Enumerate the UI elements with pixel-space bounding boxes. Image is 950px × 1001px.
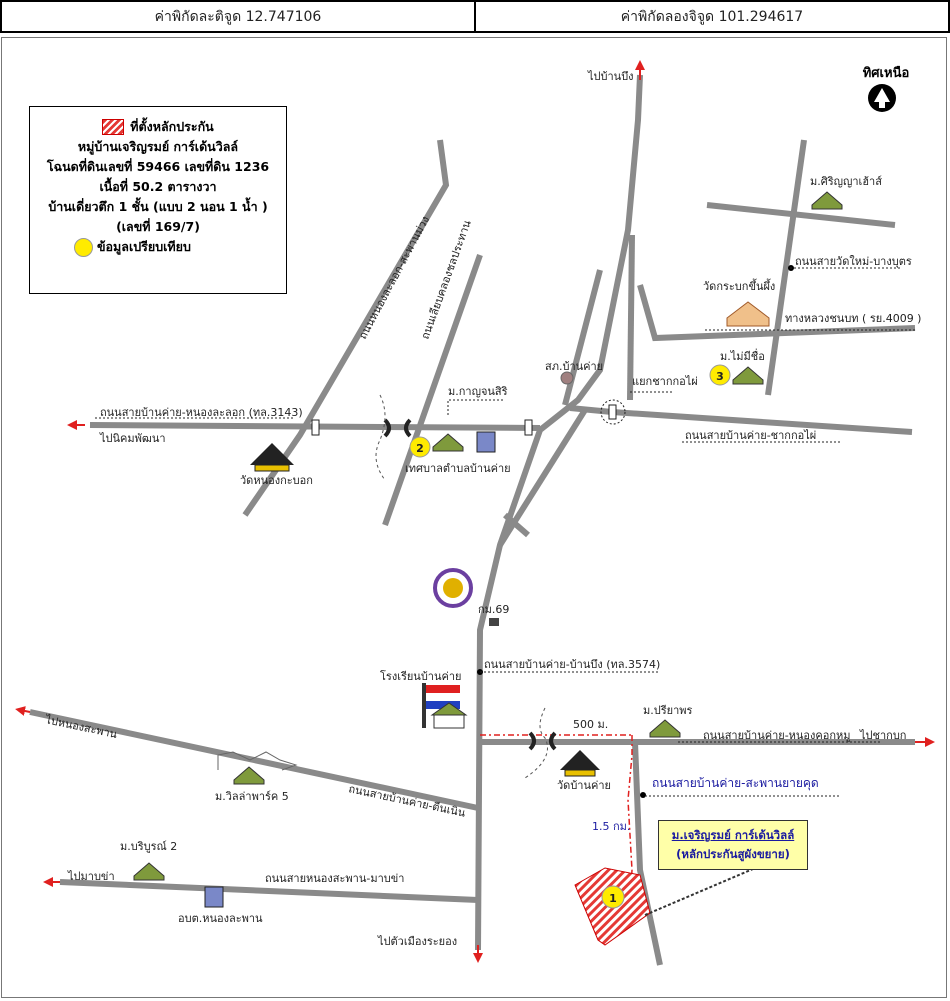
road-sawang — [242, 139, 450, 517]
road-diag-2 — [627, 234, 635, 401]
label-road-nong-khok: ถนนสายบ้านค่าย-หนองคอกหมู — [703, 729, 851, 742]
callout-line2: (หลักประกันสูผังขยาย) — [676, 847, 790, 861]
road-saphan — [632, 741, 663, 966]
traffic-light-icon — [311, 399, 626, 436]
label-dist-500: 500 ม. — [573, 718, 608, 731]
road-sirinya — [706, 202, 896, 228]
temple-icon — [250, 301, 770, 777]
label-m-villa: ม.วิลล่าพาร์ค 5 — [215, 790, 289, 803]
road-canal — [382, 254, 483, 526]
label-m-kanchanasiri: ม.กาญจนสิริ — [448, 385, 508, 398]
legend-line7: ข้อมูลเปรียบเทียบ — [97, 239, 191, 254]
legend-title-row: ที่ตั้งหลักประกัน — [30, 117, 286, 137]
school-icon — [422, 683, 468, 729]
marker-2-label: 2 — [416, 442, 424, 455]
marker-3-label: 3 — [716, 370, 724, 383]
house-icon — [133, 191, 843, 881]
label-to-chak-bok: ไปชากบก — [859, 729, 906, 742]
comparison-marker: 2 3 1 — [409, 364, 731, 909]
legend-line4: เนื้อที่ 50.2 ตารางวา — [99, 179, 217, 194]
label-road-canal: ถนนเลียบคลองชลประทาน — [419, 218, 474, 341]
label-road-watmai: ถนนสายวัดใหม่-บางบุตร — [795, 255, 912, 268]
label-wat-ban-khai: วัดบ้านค่าย — [557, 779, 611, 792]
junction-dot — [640, 792, 646, 798]
label-police: สภ.บ้านค่าย — [545, 360, 603, 373]
label-km69: กม.69 — [478, 603, 509, 616]
yellow-dot-icon — [74, 237, 93, 257]
police-icon — [560, 371, 574, 385]
north-arrow-icon — [868, 84, 896, 112]
legend-line6: (เลขที่ 169/7) — [116, 219, 200, 234]
north-label: ทิศเหนือ — [862, 66, 910, 81]
road-4009 — [637, 284, 916, 342]
label-municipality: เทศบาลตำบลบ้านค่าย — [405, 462, 511, 475]
label-m-sirinya: ม.ศิริญญาเฮ้าส์ — [810, 175, 882, 188]
road-diag-4 — [503, 512, 530, 538]
coordinate-bar: ค่าพิกัดละติจูด 12.747106 ค่าพิกัดลองจิจ… — [0, 0, 950, 33]
label-to-map-kha: ไปมาบข่า — [67, 870, 115, 883]
road-main-ns — [475, 74, 643, 951]
road-tin-noen — [29, 709, 479, 811]
legend-line1: ที่ตั้งหลักประกัน — [130, 119, 214, 134]
label-road-3574: ถนนสายบ้านค่าย-บ้านบึง (ทล.3574) — [484, 658, 660, 671]
label-road-saphan: ถนนสายบ้านค่าย-สะพานยายคุด — [652, 776, 819, 791]
label-road-sawang: ถนนหนองละลอก-สะพานม่วง — [356, 214, 432, 341]
label-to-nong-saphan: ไปหนองสะพาน — [43, 713, 118, 741]
label-obt: อบต.หนองละพาน — [178, 912, 263, 925]
legend-line5: บ้านเดี่ยวตึก 1 ชั้น (แบบ 2 นอน 1 น้ำ ) — [48, 199, 268, 214]
label-wat-nong-krabok: วัดหนองกะบอก — [240, 474, 313, 487]
label-to-rayong: ไปตัวเมืองระยอง — [377, 935, 457, 948]
longitude-cell: ค่าพิกัดลองจิจูด 101.294617 — [476, 0, 950, 33]
road-network — [29, 74, 916, 966]
legend-compare-row: ข้อมูลเปรียบเทียบ — [30, 237, 286, 257]
label-wat-rabok: วัดกระบกขึ้นผึ้ง — [703, 278, 775, 293]
callout-leader — [644, 865, 761, 916]
label-road-map-kha: ถนนสายหนองสะพาน-มาบข่า — [265, 872, 404, 885]
km-marker-icon — [489, 618, 499, 626]
seal-icon — [433, 568, 473, 608]
label-road-chak: ถนนสายบ้านค่าย-ชากกอไผ่ — [685, 429, 816, 442]
bridge-icon — [383, 418, 557, 751]
label-dist-15km: 1.5 กม. — [592, 820, 630, 833]
collateral-callout: ม.เจริญรมย์ การ์เด้นวิลล์ (หลักประกันสูผ… — [658, 820, 808, 870]
road-map-kha — [59, 879, 479, 903]
legend-line3: โฉนดที่ดินเลขที่ 59466 เลขที่ดิน 1236 — [46, 159, 270, 174]
label-m-maimiue: ม.ไม่มีชื่อ — [720, 348, 765, 363]
label-yaek: แยกชากกอไผ่ — [632, 375, 698, 388]
road-diag-1 — [562, 269, 603, 406]
office-icon — [204, 431, 496, 908]
road-watmai — [765, 139, 807, 396]
label-m-boriboon: ม.บริบูรณ์ 2 — [120, 840, 177, 853]
label-to-nikhom: ไปนิคมพัฒนา — [99, 432, 166, 445]
legend-box: ที่ตั้งหลักประกัน หมู่บ้านเจริญรมย์ การ์… — [29, 106, 287, 294]
marker-1-label: 1 — [609, 892, 617, 905]
label-m-preeyaporn: ม.ปรียาพร — [643, 704, 693, 717]
label-to-ban-bueng: ไปบ้านบึง — [587, 70, 634, 83]
callout-line1: ม.เจริญรมย์ การ์เด้นวิลล์ — [671, 828, 795, 842]
legend-line2: หมู่บ้านเจริญรมย์ การ์เด้นวิลล์ — [77, 139, 239, 154]
label-road-4009: ทางหลวงชนบท ( รย.4009 ) — [785, 312, 921, 325]
label-school: โรงเรียนบ้านค่าย — [380, 669, 461, 683]
label-road-3143: ถนนสายบ้านค่าย-หนองละลอก (ทล.3143) — [100, 406, 303, 419]
hatch-swatch-icon — [102, 119, 125, 135]
direction-arrows — [15, 60, 935, 963]
latitude-cell: ค่าพิกัดละติจูด 12.747106 — [0, 0, 476, 33]
